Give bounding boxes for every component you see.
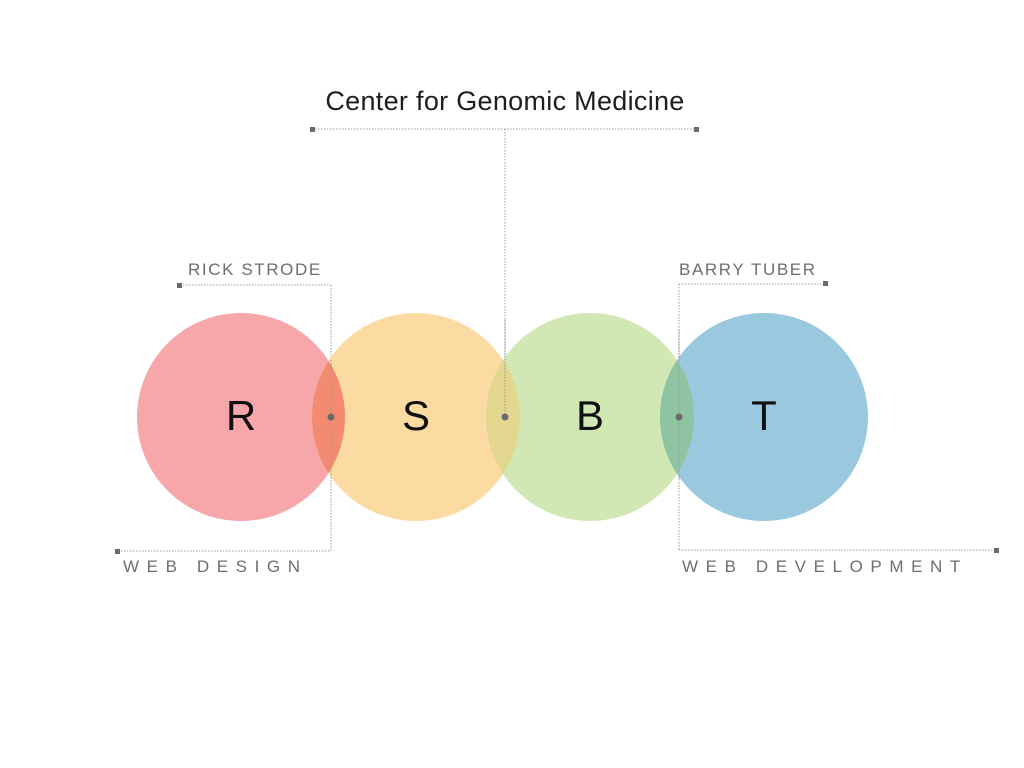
intersection-dot-s-b xyxy=(501,413,509,421)
circle-letter-s: S xyxy=(402,392,430,439)
intersection-dot-r-s xyxy=(327,413,335,421)
circle-s xyxy=(312,313,520,521)
circle-letter-t: T xyxy=(751,392,777,439)
intersection-dot-b-t xyxy=(675,413,683,421)
person-name-barry-tuber: BARRY TUBER xyxy=(679,260,817,279)
circle-b xyxy=(486,313,694,521)
circle-letter-r: R xyxy=(226,392,256,439)
role-label-web-design: WEB DESIGN xyxy=(123,557,308,576)
role-label-web-development: WEB DEVELOPMENT xyxy=(682,557,968,576)
person-name-rick-strode: RICK STRODE xyxy=(188,260,322,279)
circle-letter-b: B xyxy=(576,392,604,439)
diagram-title: Center for Genomic Medicine xyxy=(325,86,685,116)
circle-t xyxy=(660,313,868,521)
circle-r xyxy=(137,313,345,521)
